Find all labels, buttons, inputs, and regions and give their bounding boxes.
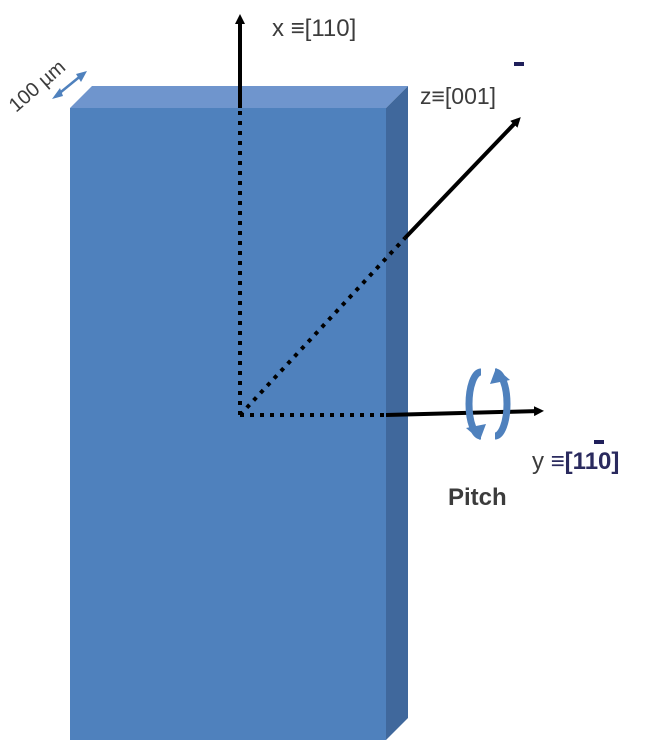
y-axis-label-group: y ≡[110] (532, 440, 619, 475)
crystal-front-face (70, 108, 386, 740)
crystal-slab (70, 86, 408, 740)
z-index-overbar (514, 62, 524, 66)
thickness-arrowhead-lower (52, 88, 63, 99)
axis-arrows (235, 14, 544, 417)
y-axis-label: y ≡[110] (532, 448, 619, 475)
z-axis-arrow (403, 117, 521, 240)
pitch-label: Pitch (448, 484, 507, 511)
pitch-rotation-icon (465, 368, 511, 440)
z-axis-dotted-line (238, 236, 407, 417)
z-axis-label-group: z≡[001] (420, 62, 524, 109)
thickness-label: 100 µm (5, 56, 70, 117)
x-axis-label: x ≡[110] (272, 15, 356, 42)
y-axis-label-index: ≡[110] (551, 448, 620, 475)
dotted-axis-lines (238, 80, 407, 417)
y-axis-label-prefix: y (532, 448, 551, 475)
y-index-overbar (594, 440, 604, 444)
thickness-arrowhead-upper (76, 71, 87, 82)
y-axis-arrow (385, 406, 544, 417)
z-axis-label: z≡[001] (420, 83, 496, 109)
